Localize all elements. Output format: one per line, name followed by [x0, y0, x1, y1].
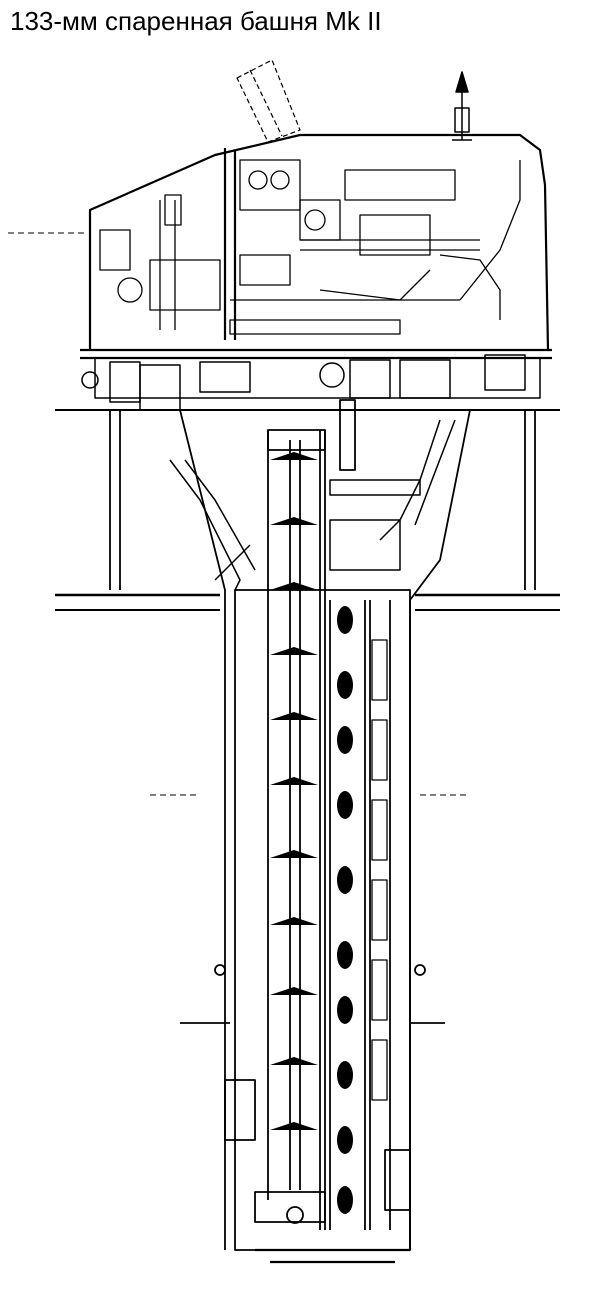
page-title: 133-мм спаренная башня Mk II	[10, 6, 382, 36]
shells-right-column	[337, 606, 353, 1214]
upper-machinery	[99, 159, 521, 335]
mast	[452, 71, 472, 141]
base-handling-room	[214, 964, 426, 1264]
deck-band	[55, 354, 560, 411]
gun-barrel	[236, 59, 301, 143]
trunk-frame	[55, 409, 560, 1250]
turret-house	[80, 133, 552, 360]
shells-left-column	[270, 452, 318, 1130]
hoist-trunk	[234, 399, 411, 1251]
cartridge-cases	[371, 639, 388, 1101]
loader-arm	[169, 419, 456, 591]
